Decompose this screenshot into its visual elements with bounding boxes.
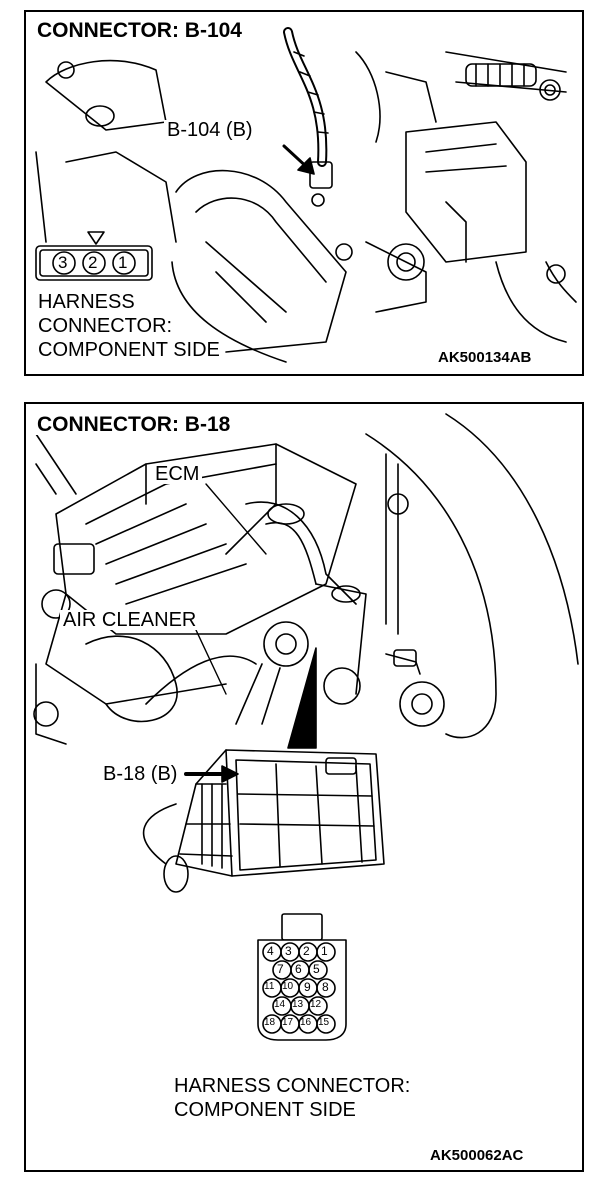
b18-pin-14: 14: [274, 999, 286, 1010]
b104-pin-2: 2: [88, 253, 98, 272]
connector-b104-panel: CONNECTOR: B-104 B-104 (B) 3 2 1 HARNESS…: [24, 10, 584, 376]
b18-harness-caption: HARNESS CONNECTOR: COMPONENT SIDE: [174, 1075, 411, 1121]
air-cleaner-label: AIR CLEANER: [60, 610, 200, 630]
connector-b104-symbol: [35, 231, 153, 281]
b18-pin-13: 13: [292, 999, 304, 1010]
b18-pin-9: 9: [304, 980, 311, 994]
connector-b18-title: CONNECTOR: B-18: [34, 414, 234, 435]
connector-b104-callout: B-104 (B): [164, 120, 256, 140]
ecm-label: ECM: [152, 464, 203, 484]
b18-pin-15: 15: [318, 1017, 330, 1028]
connector-b18-symbol: [257, 913, 347, 1041]
b18-pin-6: 6: [295, 962, 302, 976]
b104-pin-3: 3: [58, 253, 68, 272]
engine-bay-illustration-top: [35, 27, 577, 363]
b18-pin-18: 18: [264, 1017, 276, 1028]
connector-b18-panel: CONNECTOR: B-18 ECM AIR CLEANER B-18 (B)…: [24, 402, 584, 1172]
b18-pin-17: 17: [282, 1017, 294, 1028]
b18-pin-16: 16: [300, 1017, 312, 1028]
b18-pin-12: 12: [310, 999, 322, 1010]
b104-harness-caption: HARNESS CONNECTOR: COMPONENT SIDE: [38, 291, 220, 361]
b18-pin-11: 11: [264, 981, 275, 992]
b18-figure-code: AK500062AC: [430, 1147, 524, 1164]
b18-pin-1: 1: [321, 944, 328, 958]
connector-b104-title: CONNECTOR: B-104: [34, 20, 245, 41]
b104-pin-1: 1: [118, 253, 128, 272]
b18-pin-2: 2: [303, 944, 310, 958]
b18-pin-8: 8: [322, 980, 329, 994]
engine-bay-illustration-bottom: [33, 413, 579, 1041]
b18-pin-3: 3: [285, 944, 292, 958]
b18-pin-5: 5: [313, 962, 320, 976]
b104-figure-code: AK500134AB: [438, 349, 532, 366]
b18-pin-10: 10: [282, 981, 294, 992]
b18-pin-4: 4: [267, 944, 274, 958]
ecm-unit: [142, 749, 385, 893]
connector-b18-callout: B-18 (B): [103, 763, 178, 785]
b18-pin-7: 7: [277, 962, 284, 976]
